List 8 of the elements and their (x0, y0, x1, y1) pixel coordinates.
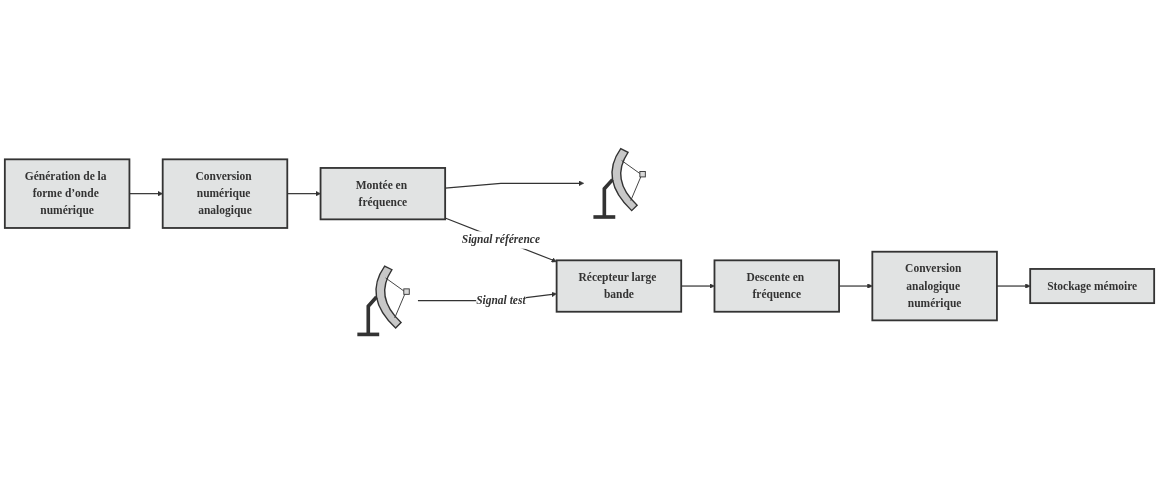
process-box: Conversion numérique analogique (161, 158, 289, 229)
process-box: Montée en fréquence (319, 167, 447, 221)
process-box: Descente en fréquence (713, 259, 840, 313)
arrow (996, 283, 1031, 289)
process-box: Génération de la forme d’onde numérique (3, 158, 131, 229)
process-box: Récepteur large bande (555, 259, 683, 313)
process-box: Conversion analogique numérique (871, 250, 998, 322)
process-box: Stockage mémoire (1029, 268, 1156, 305)
